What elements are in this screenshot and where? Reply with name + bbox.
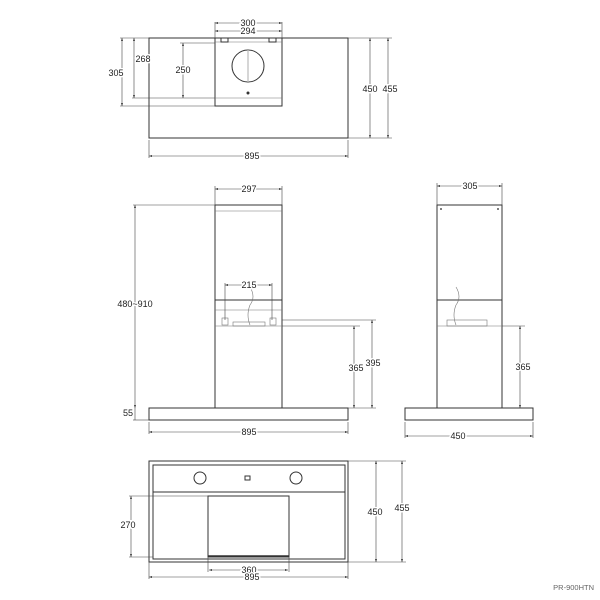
dim-300: 300: [240, 18, 255, 28]
dim-360: 360: [241, 565, 256, 575]
model-number: PR-900HTN: [553, 583, 594, 592]
dim-55: 55: [123, 408, 133, 418]
chimney-side: [436, 204, 503, 409]
dim-450-side: 450: [450, 431, 465, 441]
dim-268: 268: [135, 54, 150, 64]
filter-panel: [207, 495, 290, 558]
canopy-front: [148, 407, 349, 421]
dim-270: 270: [120, 520, 135, 530]
dim-305-side: 305: [462, 181, 477, 191]
dim-395: 395: [365, 358, 380, 368]
front-view: 297 480~910 55 215 365 395 895: [116, 183, 382, 439]
dim-305: 305: [108, 68, 123, 78]
dim-895-bottom: 895: [244, 572, 259, 582]
dim-450-bottom: 450: [367, 507, 382, 517]
dim-450: 450: [362, 84, 377, 94]
hood-underside: [148, 460, 349, 563]
control-switch: [244, 475, 251, 481]
dim-895-front: 895: [241, 427, 256, 437]
light-right: [289, 471, 303, 485]
dim-297: 297: [241, 184, 256, 194]
dim-294: 294: [240, 26, 255, 36]
canopy-side: [404, 407, 534, 421]
dim-365-side: 365: [515, 362, 530, 372]
dim-365: 365: [348, 363, 363, 373]
dim-895: 895: [244, 151, 259, 161]
chimney-top: [214, 37, 283, 107]
top-view: 300 294 305 268 250 450 455 895: [107, 17, 399, 163]
dim-455-bottom: 455: [394, 503, 409, 513]
light-left: [193, 471, 207, 485]
side-view: 305 365 450: [404, 180, 534, 443]
dim-480-910: 480~910: [117, 299, 152, 309]
dim-250: 250: [175, 65, 190, 75]
dim-455: 455: [382, 84, 397, 94]
dim-215: 215: [241, 280, 256, 290]
bottom-view: 270 360 895 450 455: [119, 460, 411, 584]
